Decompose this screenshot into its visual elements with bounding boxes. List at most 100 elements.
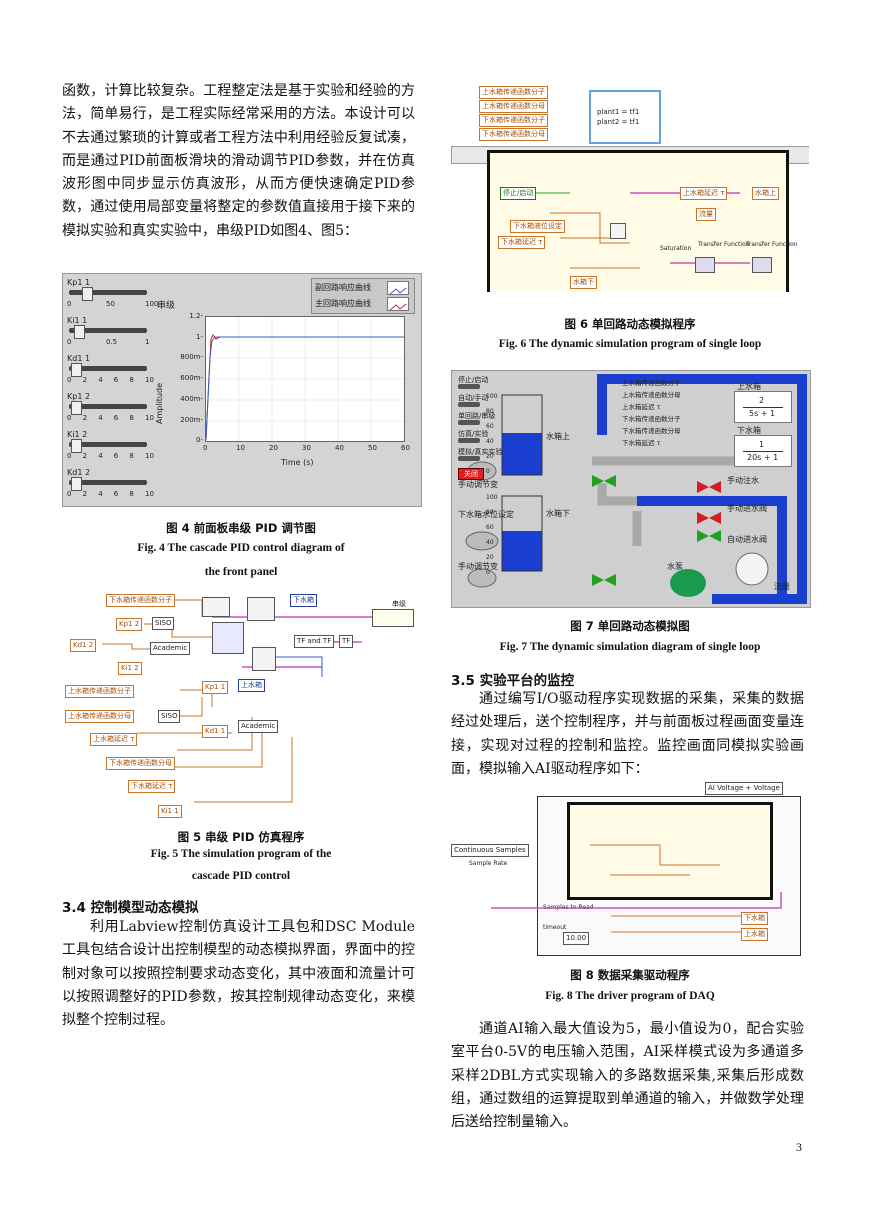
tf-parameter-label: 下水箱传递函数分母: [622, 427, 681, 435]
slider-tick: 0: [67, 414, 72, 422]
slider-tick: 0.5: [106, 338, 118, 346]
block-graph: [372, 609, 414, 627]
tf-lower-label: 下水箱: [737, 426, 761, 435]
slider-tick: 4: [98, 414, 103, 422]
simulation-loop: 停止/启动 下水箱液位设定 下水箱延迟 τ 上水箱延迟 τ 水箱上 水箱下 流量…: [487, 150, 798, 292]
mode-switch-label: 仿真/实验: [458, 430, 489, 438]
slider-thumb[interactable]: [70, 477, 82, 491]
f6-transfer-2: Transfer Function: [746, 241, 798, 248]
mode-switch-toggle[interactable]: [458, 456, 480, 461]
slider-tick: 1: [145, 338, 150, 346]
slider-thumb[interactable]: [70, 363, 82, 377]
x-tick-label: 40: [335, 444, 344, 452]
tank-scale-label: 20: [486, 453, 494, 460]
slider-tick: 8: [129, 452, 134, 460]
slider-tick: 8: [129, 376, 134, 384]
mode-switch-label: 自动/手动: [458, 394, 489, 402]
valve-label-3: 自动进水阀: [727, 535, 767, 544]
mode-switch-toggle[interactable]: [458, 402, 480, 407]
tank-scale-label: 20: [486, 554, 494, 561]
f6-block-tf2: [752, 257, 772, 273]
y-tick-label: 0-: [196, 436, 203, 445]
page-number: 3: [796, 1140, 802, 1154]
f6-node-3: 下水箱传递函数分子: [479, 114, 548, 127]
slider-thumb[interactable]: [74, 325, 85, 339]
f8-data-wires: [491, 892, 782, 933]
y-tick-label: 600m-: [180, 374, 203, 383]
node-lower-den: 下水箱传递函数分母: [106, 757, 175, 770]
knob-label-3: 手动调节变: [458, 562, 498, 571]
tf-parameter-field[interactable]: [624, 433, 724, 435]
valve-label-1: 手动注水: [727, 476, 759, 485]
x-axis-label: Time (s): [281, 458, 314, 467]
mode-switch-toggle[interactable]: [458, 438, 480, 443]
body-paragraph-3: 通过编写I/O驱动程序实现数据的采集，采集的数据经过处理后，送个控制程序，并与前…: [451, 691, 804, 777]
slider-tick: 4: [98, 376, 103, 384]
fig6-caption-en: Fig. 6 The dynamic simulation program of…: [498, 338, 762, 350]
f6-tank-upper: 水箱上: [752, 187, 779, 200]
y-tick-label: 1-: [196, 332, 203, 341]
tank-upper-label: 水箱上: [546, 432, 570, 441]
tf-parameter-field[interactable]: [624, 445, 724, 447]
stop-button[interactable]: 关闭: [458, 468, 484, 480]
flow-label: 流量: [774, 582, 790, 591]
legend-item-2: 主回路响应曲线: [315, 299, 371, 308]
mode-switch-toggle[interactable]: [458, 420, 480, 425]
slider-track[interactable]: [69, 480, 147, 485]
tf-lower-display: 下水箱 1 20s + 1: [734, 426, 792, 467]
slider-thumb[interactable]: [70, 401, 82, 415]
y-tick-label: 400m-: [180, 394, 203, 403]
fig7-caption-cn: 图 7 单回路动态模拟图: [570, 619, 690, 633]
figure-8-daq-program: AI Voltage + Voltage Continuous Samples …: [451, 782, 809, 960]
body-paragraph-1: 函数，计算比较复杂。工程整定法是基于实验和经验的方法，简单易行，是工程实际经常采…: [62, 83, 415, 239]
tank-scale-label: 100: [486, 393, 498, 400]
y-tick-label: 1.2-: [189, 312, 203, 320]
slider-track[interactable]: [69, 290, 147, 295]
slider-tick: 10: [145, 414, 154, 422]
f6-flow: 流量: [696, 208, 716, 221]
slider-tick: 6: [113, 452, 119, 460]
f8-timeout-value: 10.00: [563, 932, 590, 945]
tf-parameter-field[interactable]: [624, 421, 724, 423]
f6-block-sum: [610, 223, 626, 239]
tank-scale-label: 100: [486, 494, 498, 501]
tank-scale-label: 0: [486, 468, 490, 475]
f8-sample-rate: Sample Rate: [469, 860, 508, 867]
tf-parameter-field[interactable]: [624, 409, 724, 411]
f8-wires: [590, 844, 720, 876]
tank-scale-label: 80: [486, 509, 494, 516]
slider-track[interactable]: [69, 328, 147, 333]
slider-track[interactable]: [69, 442, 147, 447]
tank-scale-label: 0: [486, 569, 490, 576]
tf-parameter-field[interactable]: [624, 397, 724, 399]
y-tick-label: 200m-: [180, 415, 203, 424]
tf-parameter-field[interactable]: [624, 385, 724, 387]
slider-thumb[interactable]: [82, 287, 94, 301]
response-curve: [205, 317, 404, 441]
body-paragraph-2: 利用Labview控制仿真设计工具包和DSC Module工具包结合设计出控制模…: [62, 919, 415, 1029]
tf-upper-den: 5s + 1: [749, 409, 776, 418]
f8-ai-voltage: AI Voltage + Voltage: [705, 782, 783, 795]
fig8-caption-en: Fig. 8 The driver program of DAQ: [545, 990, 715, 1002]
slider-label: Ki1 2: [67, 430, 88, 439]
slider-track[interactable]: [69, 404, 147, 409]
mode-switch-label: 模拟/真实实验: [458, 448, 503, 456]
plot-area: [205, 316, 405, 442]
y-axis-label: Amplitude: [155, 383, 164, 424]
mode-switch-toggle[interactable]: [458, 384, 480, 389]
section-3-4-heading: 3.4 控制模型动态模拟: [62, 900, 199, 916]
fig4-caption-en-1: Fig. 4 The cascade PID control diagram o…: [137, 542, 345, 554]
node-academic-2: Academic: [238, 720, 279, 733]
f8-timeout: timeout: [543, 924, 567, 931]
node-tf-and-tf: TF and TF: [294, 635, 335, 648]
chart-title: 串级: [157, 301, 176, 311]
tank-scale-label: 40: [486, 438, 494, 445]
tf-upper-display: 上水箱 2 5s + 1: [734, 382, 792, 423]
slider-track[interactable]: [69, 366, 147, 371]
f6-upper-delay: 上水箱延迟 τ: [680, 187, 728, 200]
fig4-caption-cn: 图 4 前面板串级 PID 调节图: [166, 521, 316, 535]
slider-thumb[interactable]: [70, 439, 82, 453]
node-lower-num: 下水箱传递函数分子: [106, 594, 175, 607]
f6-plant1: plant1 = tf1: [597, 108, 640, 116]
